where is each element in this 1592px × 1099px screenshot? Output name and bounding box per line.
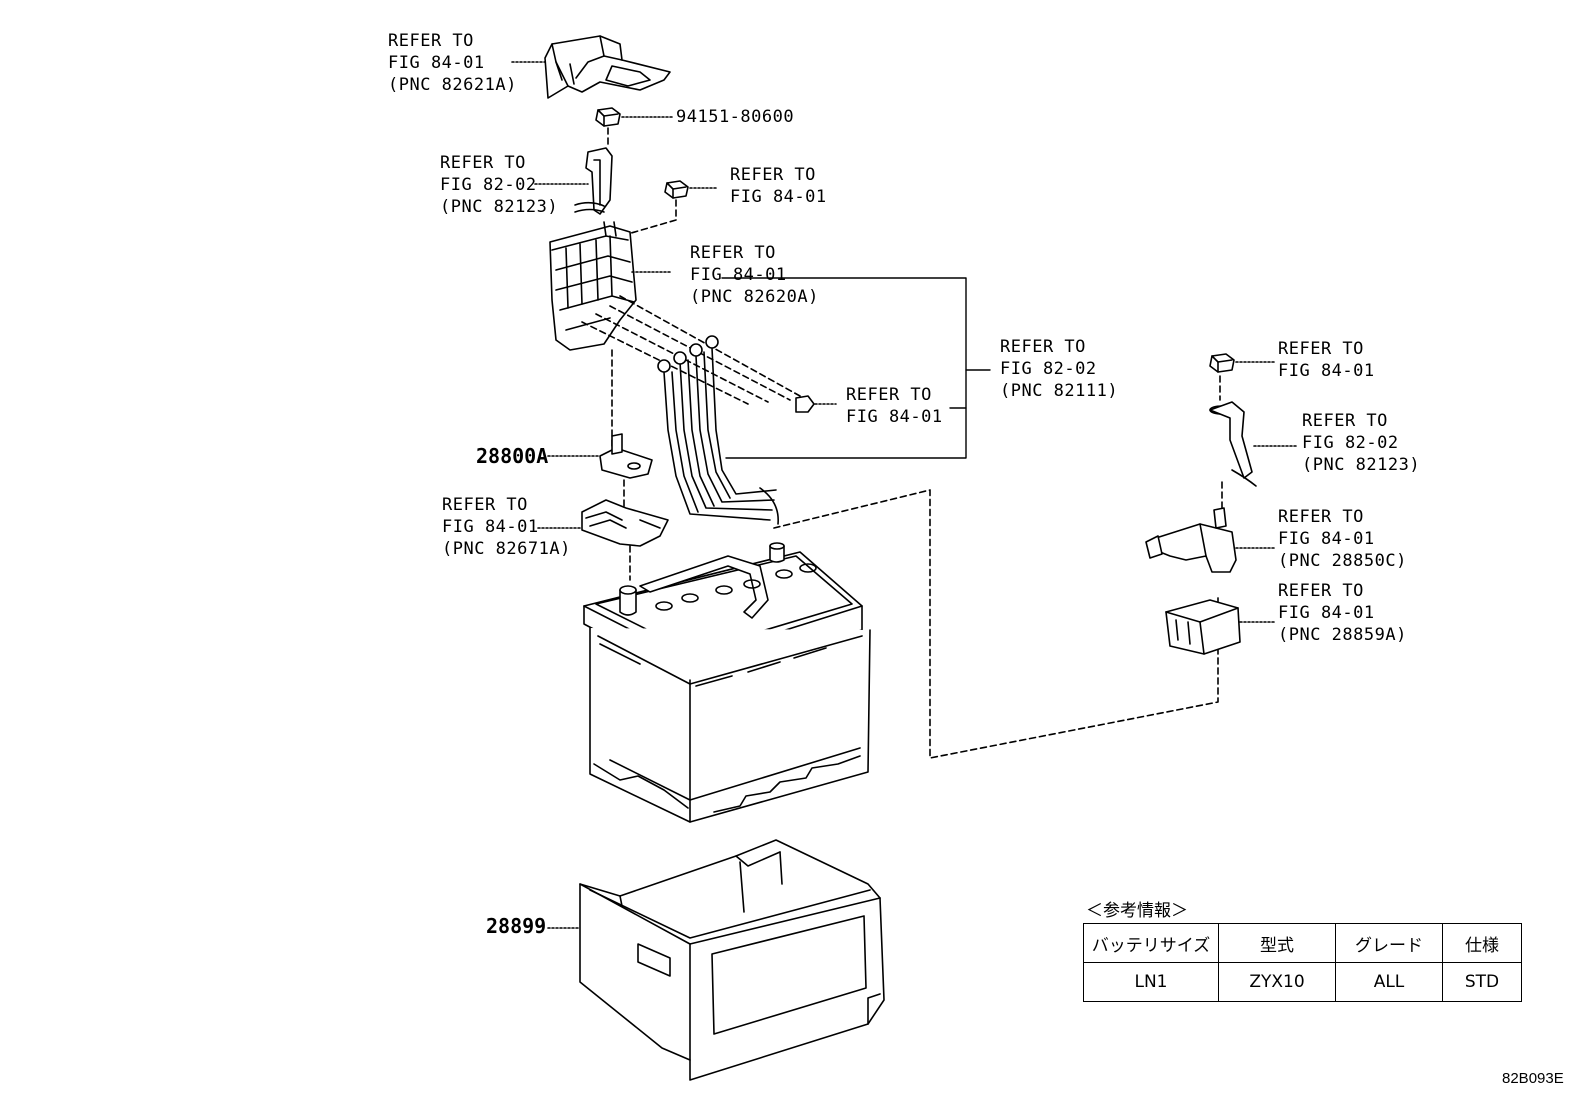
cell-battery-size: LN1: [1083, 962, 1219, 1002]
cable-bundle-part: [657, 335, 779, 525]
right-nut-part: [1209, 353, 1235, 373]
battery-sensor-part: [1145, 507, 1237, 573]
part-number-28899: 28899: [486, 914, 547, 938]
callout-nut-part-number: 94151-80600: [676, 107, 795, 127]
terminal-clamp-82671a: [581, 499, 669, 547]
header-model: 型式: [1218, 923, 1336, 963]
sensor-cover-part: [1165, 599, 1241, 655]
table-row: LN1 ZYX10 ALL STD: [1083, 962, 1522, 1002]
terminal-cover-part: [544, 35, 671, 99]
battery-tray-part: [579, 839, 885, 1081]
right-cable-terminal-part: [1209, 401, 1257, 487]
reference-info-title: ＜参考情報＞: [1086, 901, 1188, 921]
cell-spec: STD: [1442, 962, 1522, 1002]
nut-part-2: [664, 180, 689, 199]
nut-part: [595, 107, 621, 127]
cell-model: ZYX10: [1218, 962, 1336, 1002]
reference-info-table: バッテリサイズ 型式 グレード 仕様 LN1 ZYX10 ALL STD: [1083, 923, 1522, 1002]
cable-terminal-part: [574, 147, 613, 215]
header-grade: グレード: [1335, 923, 1443, 963]
cell-grade: ALL: [1335, 962, 1443, 1002]
battery-part: [583, 542, 871, 823]
header-spec: 仕様: [1442, 923, 1522, 963]
fusible-link-block-part: [549, 221, 637, 351]
part-number-28800a: 28800A: [476, 444, 549, 468]
terminal-clamp-28800a: [599, 433, 653, 479]
figure-code: 82B093E: [1502, 1070, 1564, 1087]
header-battery-size: バッテリサイズ: [1083, 923, 1219, 963]
bolt-part: [795, 395, 815, 413]
table-header-row: バッテリサイズ 型式 グレード 仕様: [1083, 923, 1522, 963]
